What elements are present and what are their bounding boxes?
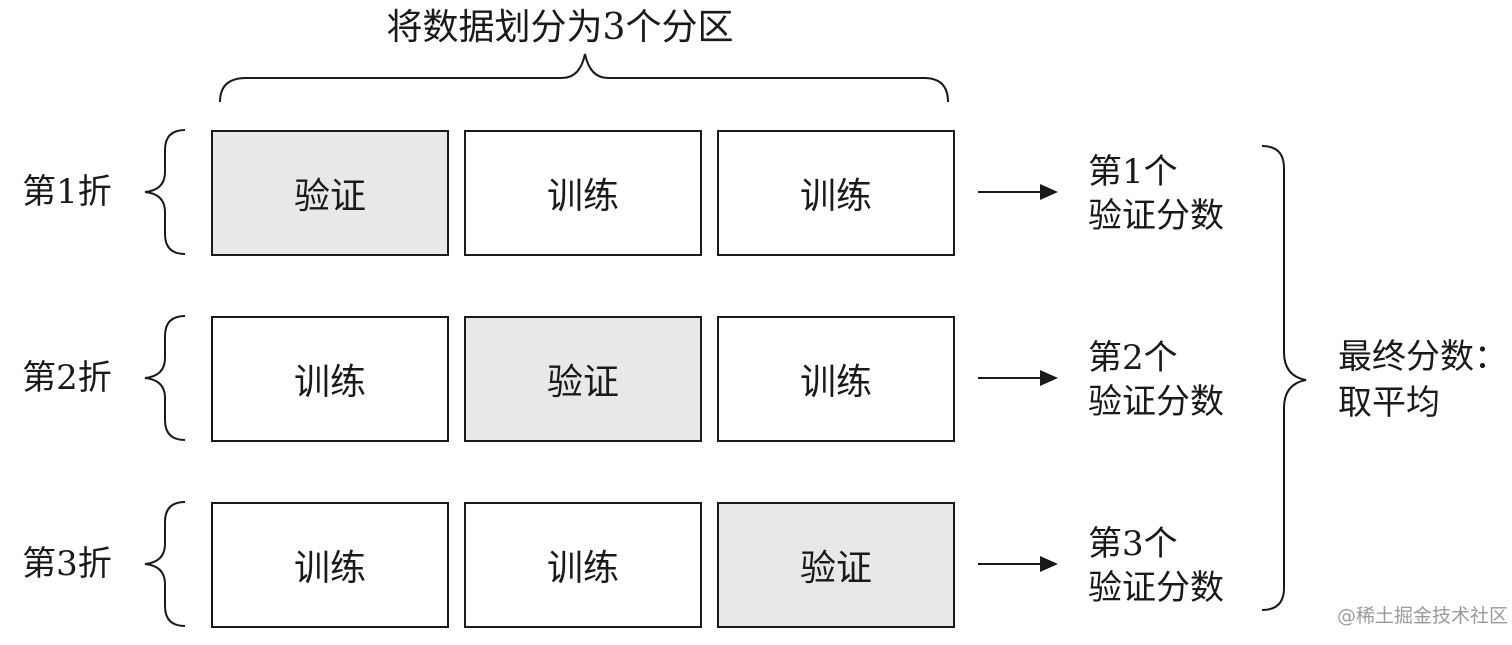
final-score: 最终分数： 取平均 [1338,334,1510,430]
score-brace [1261,145,1307,611]
fold-brace-2 [144,315,186,441]
fold-label-2: 第2折 [22,358,112,398]
fold-2-cell-2: 验证 [464,316,702,442]
arrow-fold-1 [978,184,1058,200]
score-line-1: 第2个 [1088,338,1178,378]
cell-text: 验证 [546,362,619,403]
fold-1-score: 第1个 验证分数 [1088,150,1258,242]
fold-brace-3 [144,501,186,627]
fold-1-cell-3: 训练 [717,130,955,256]
fold-3-score: 第3个 验证分数 [1088,522,1258,614]
arrow-fold-2 [978,370,1058,386]
fold-1-cell-2: 训练 [464,130,702,256]
cell-text: 验证 [799,548,872,589]
partition-title: 将数据划分为3个分区 [386,7,734,48]
cell-text: 训练 [799,362,872,403]
fold-brace-1 [144,129,186,255]
fold-2-score: 第2个 验证分数 [1088,336,1258,428]
cell-text: 验证 [293,176,366,217]
fold-3-cell-3: 验证 [717,502,955,628]
cell-text: 训练 [546,548,619,589]
fold-1-cell-1: 验证 [211,130,449,256]
score-line-2: 验证分数 [1088,568,1224,608]
fold-3-cell-2: 训练 [464,502,702,628]
fold-2-cell-3: 训练 [717,316,955,442]
fold-2-cell-1: 训练 [211,316,449,442]
watermark: @稀土掘金技术社区 [1336,605,1508,627]
final-line-2: 取平均 [1338,383,1440,423]
final-line-1: 最终分数： [1338,337,1508,377]
partition-brace [219,53,949,103]
score-line-1: 第1个 [1088,152,1178,192]
score-line-2: 验证分数 [1088,196,1224,236]
cell-text: 训练 [293,362,366,403]
cell-text: 训练 [293,548,366,589]
score-line-2: 验证分数 [1088,382,1224,422]
fold-label-1: 第1折 [22,172,112,212]
score-line-1: 第3个 [1088,524,1178,564]
fold-3-cell-1: 训练 [211,502,449,628]
arrow-fold-3 [978,556,1058,572]
cell-text: 训练 [799,176,872,217]
fold-label-3: 第3折 [22,544,112,584]
cell-text: 训练 [546,176,619,217]
